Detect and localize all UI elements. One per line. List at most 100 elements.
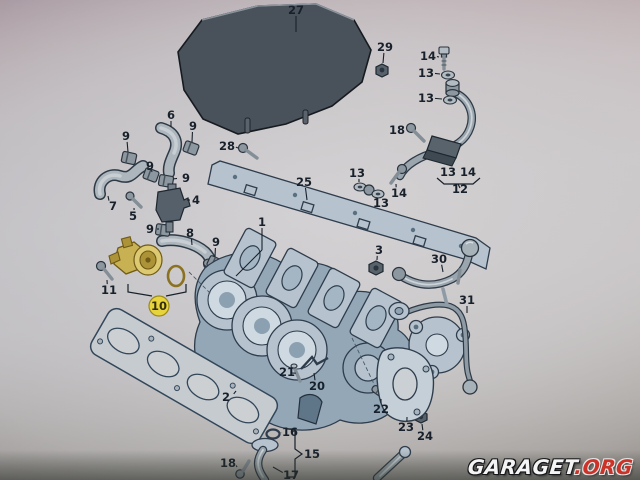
part-number-13: 13 [418,66,434,80]
callout-bracket-10 [127,284,187,297]
part-number-5: 5 [129,209,137,223]
part-number-12: 12 [452,182,468,196]
watermark-name: GARAGET [466,455,576,479]
breather-hose-group [93,122,224,271]
part-number-27: 27 [288,3,304,17]
gasket-23 [376,347,435,422]
hose-clamp-9 [157,174,175,188]
leader-line [150,169,153,173]
leader-line [233,390,237,395]
part-number-14: 14 [391,186,407,200]
part-number-23: 23 [398,420,414,434]
part-number-30: 30 [431,252,447,266]
part-number-20: 20 [309,379,325,393]
part-number-9: 9 [146,159,154,173]
part-number-7: 7 [109,199,117,213]
nut-29 [375,63,389,78]
o-ring-16 [265,428,281,440]
leader-line [382,52,385,64]
part-number-22: 22 [373,402,389,416]
part-number-6: 6 [167,108,175,122]
banjo-union [445,79,460,97]
part-number-28: 28 [219,139,235,153]
nut-3 [368,260,384,276]
drain-pipe-group [235,428,412,480]
watermark-tld: .ORG [573,455,635,479]
hose-clamp-9 [120,150,138,166]
part-number-10: 10 [151,299,167,313]
part-number-25: 25 [296,175,312,189]
part-number-11: 11 [101,283,117,297]
part-number-15: 15 [304,447,320,461]
part-number-29: 29 [377,40,393,54]
stud-21 [290,363,302,383]
leader-line [434,97,443,100]
leader-line [235,465,238,468]
cover-mount-pin [244,109,309,134]
leader-line [304,187,308,201]
support-bracket [297,393,323,425]
part-number-31: 31 [459,293,475,307]
leader-line [107,195,110,201]
bolt-18-bottom [235,459,251,479]
hose-clamp-9 [142,167,160,183]
pipe-31-flange [388,301,410,321]
part-number-9: 9 [146,222,154,236]
banjo-end [363,184,375,196]
part-number-3: 3 [375,243,383,257]
part-number-9: 9 [122,129,130,143]
part-number-9: 9 [189,119,197,133]
coolant-pipe-group [388,238,480,395]
part-number-13: 13 [373,196,389,210]
part-number-21: 21 [279,365,295,379]
bolt-11 [95,260,114,281]
fuel-rail-heat-shield [207,142,491,270]
hose-clamp-9 [182,140,200,156]
bolt-14-lower [389,163,408,185]
retaining-clip-20 [300,355,329,370]
group-brace-12 [436,177,481,189]
part-number-9: 9 [212,235,220,249]
engine-cover-part [177,3,372,135]
part-number-9: 9 [182,171,190,185]
leader-line [172,177,178,180]
washer-13-a [440,70,456,80]
bolt-5 [125,191,143,209]
part-number-16: 16 [282,425,298,439]
leader-line [421,423,424,431]
pipe-30-union [391,266,407,282]
oil-pipe-assembly [353,46,481,199]
part-number-1: 1 [258,215,266,229]
part-number-2: 2 [222,390,230,404]
part-number-13: 13 [418,91,434,105]
leader-line [434,72,441,75]
leader-line [441,264,444,273]
leader-line [272,466,284,474]
check-valve-4 [155,183,191,233]
banjo-ball-31 [462,379,478,395]
part-number-17: 17 [283,468,299,480]
washer-13-c [353,182,367,192]
part-number-4: 4 [192,193,200,207]
highlight-circle [148,295,170,317]
part-number-14: 14 [420,49,436,63]
washer-13-b [442,95,458,105]
o-ring-seal [166,264,186,288]
outlet-flange-and-gasket [376,316,471,422]
part-number-24: 24 [417,429,433,443]
leader-line [313,372,316,381]
leader-line [190,238,193,246]
highlighted-valve-10 [95,236,187,297]
part-number-18: 18 [220,456,236,470]
runner-flange [223,227,403,349]
part-number-18: 18 [389,123,405,137]
manifold-gasket-2 [89,307,279,445]
leader-line [235,146,239,149]
garaget-watermark: GARAGET.ORG [467,455,635,479]
runner-bell [196,269,328,381]
part-number-13-14: 13 14 [440,165,476,179]
banjo-ball-30 [460,238,480,258]
leader-line [126,141,129,153]
